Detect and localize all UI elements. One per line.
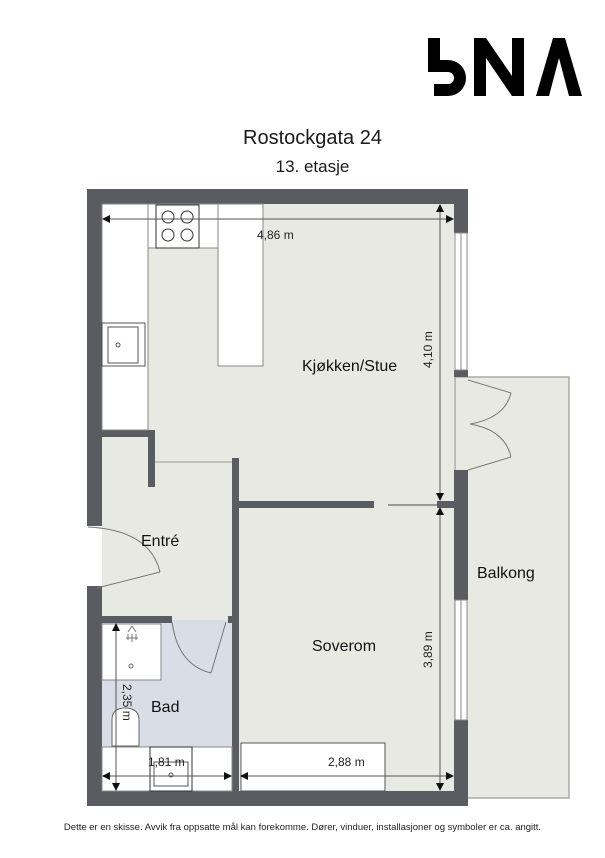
balcony-door[interactable] (467, 379, 512, 471)
cooktop-icon (155, 204, 200, 249)
interior-walls (102, 430, 454, 791)
dim-kitchen-width: 4,86 m (257, 228, 294, 242)
room-label-kjokken-stue: Kjøkken/Stue (302, 358, 397, 375)
shower-icon (101, 623, 162, 681)
dim-kitchen-depth: 4,10 m (421, 331, 435, 368)
room-label-balkong: Balkong (477, 565, 535, 582)
floor-subtitle: 13. etasje (275, 157, 350, 176)
outer-walls (87, 189, 468, 806)
room-label-bad: Bad (151, 699, 179, 716)
window-bedroom (454, 599, 468, 721)
dim-bathroom-depth: 2,35 m (120, 684, 134, 721)
window-kitchen (454, 232, 468, 371)
room-label-soverom: Soverom (312, 638, 376, 655)
room-label-entre: Entré (141, 533, 179, 550)
entrance-door[interactable] (87, 526, 161, 589)
dim-bedroom-depth: 3,89 m (421, 631, 435, 668)
kitchen-island (217, 203, 264, 367)
balcony-floor (454, 376, 570, 799)
address-title: Rostockgata 24 (243, 127, 382, 149)
dim-bedroom-width: 2,88 m (328, 755, 365, 769)
dim-bathroom-width: 1,81 m (148, 755, 185, 769)
wardrobe (240, 742, 386, 792)
bathroom-door[interactable] (171, 621, 227, 674)
bna-logo-icon (428, 38, 582, 96)
washbasin-icon (149, 746, 193, 792)
kitchen-sink-icon (101, 322, 146, 367)
disclaimer-footer: Dette er en skisse. Avvik fra oppsatte m… (63, 822, 542, 833)
